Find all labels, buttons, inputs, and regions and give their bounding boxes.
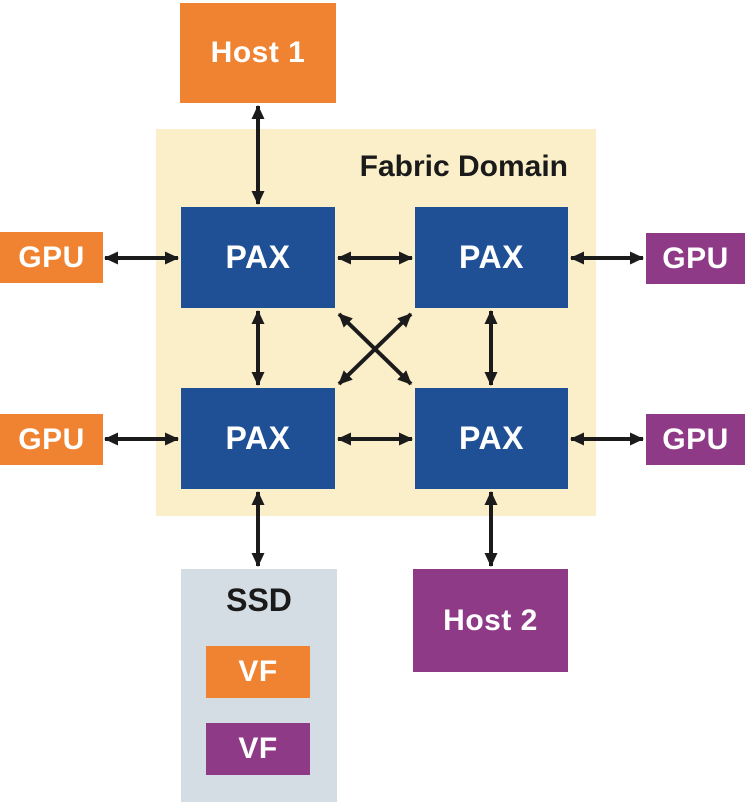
host1-node: Host 1 [180,3,336,103]
host2-node: Host 2 [413,569,568,672]
ssd-vf1-node: VF [206,646,310,698]
fabric-domain-label: Fabric Domain [359,150,568,183]
gpu-left-bottom-node: GPU [0,414,103,465]
gpu-right-bottom-node: GPU [646,414,745,465]
ssd-node: SSD VF VF [181,569,337,802]
pax-switch-top-right: PAX [415,207,568,308]
pax-switch-bottom-left: PAX [181,388,335,489]
gpu-right-top-node: GPU [646,233,745,284]
gpu-left-top-node: GPU [0,232,103,283]
ssd-label: SSD [226,582,292,618]
pax-switch-bottom-right: PAX [415,388,568,489]
pax-switch-top-left: PAX [181,207,335,308]
ssd-vf2-node: VF [206,723,310,775]
